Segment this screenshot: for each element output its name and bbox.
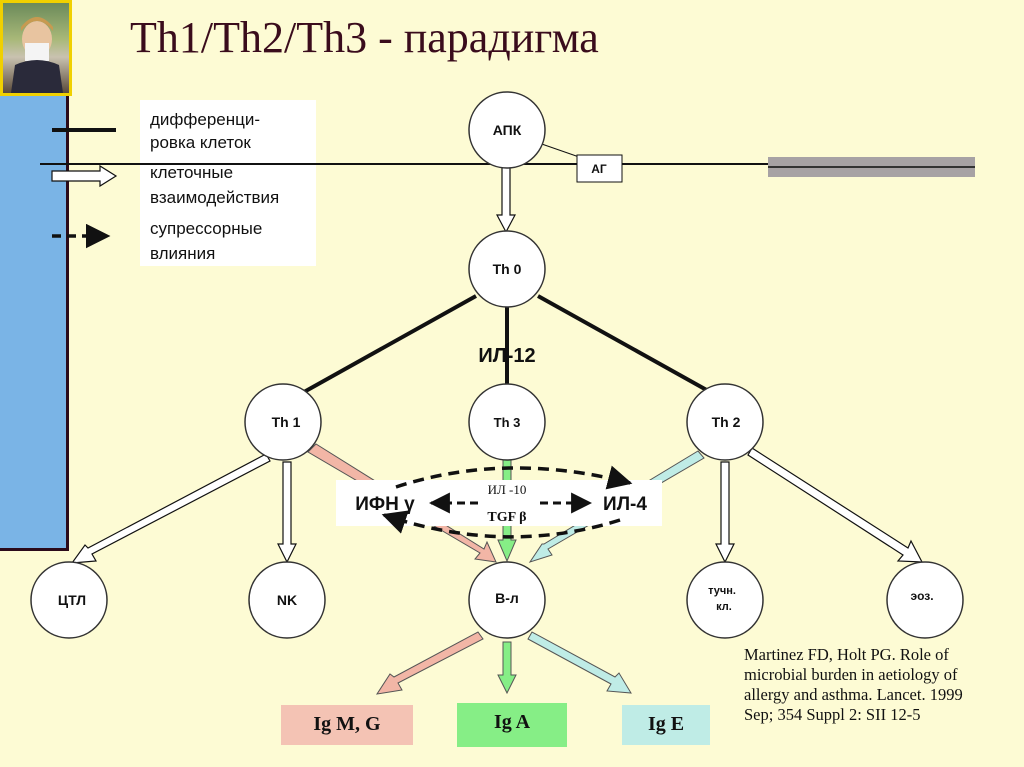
bl-igmg-arrow (375, 631, 484, 695)
bl-iga-arrow (497, 641, 517, 695)
iga-label: Ig A (493, 711, 531, 733)
th0-th1-line (294, 294, 477, 399)
ctl-node (30, 561, 108, 639)
nk-node (248, 561, 326, 639)
th1-ctl-arrow (70, 453, 271, 564)
legend-interaction-line2: взаимодействия (150, 188, 280, 207)
th3-label: Th 3 (494, 415, 521, 430)
apk-th0-arrow (496, 164, 516, 234)
legend-suppression-line2: влияния (150, 244, 216, 263)
legend-panel: дифференци- ровка клеток клеточные взаим… (140, 100, 316, 266)
th2-mast-arrow (715, 461, 735, 564)
il12-label: ИЛ-12 (478, 345, 535, 367)
apk-ag-connector (535, 141, 583, 159)
il10-label: ИЛ -10 (488, 482, 527, 497)
eos-label: эоз. (910, 589, 933, 603)
citation-text: Martinez FD, Holt PG. Role of microbial … (744, 645, 963, 724)
suppression-arc-ifn-to-il4 (395, 465, 633, 490)
legend-differentiation-line1: дифференци- (150, 110, 261, 129)
legend-interaction-line1: клеточные (150, 163, 234, 182)
ifn-label: ИФН γ (355, 494, 415, 515)
mast-label-line1: тучн. (708, 585, 736, 597)
iga-box: Ig A (457, 703, 567, 747)
ag-box (576, 154, 623, 183)
ctl-label: ЦТЛ (58, 592, 86, 608)
ige-box: Ig E (622, 705, 710, 745)
child-photo (0, 0, 72, 96)
th1-label: Th 1 (272, 414, 301, 430)
nk-label: NK (277, 592, 297, 608)
th0-th2-line (537, 294, 713, 395)
igmg-label: Ig M, G (313, 713, 381, 735)
igmg-box: Ig M, G (281, 705, 413, 745)
th1-node (244, 383, 322, 461)
suppression-arc-il4-to-ifn (381, 510, 621, 539)
ige-label: Ig E (647, 713, 685, 735)
th0-node (468, 230, 546, 308)
eos-node (886, 561, 964, 639)
th1-nk-arrow (277, 461, 297, 564)
th2-eos-arrow (747, 447, 924, 563)
ag-label: АГ (591, 162, 607, 176)
bl-label: В-л (495, 590, 519, 606)
il4-label: ИЛ-4 (603, 494, 647, 515)
legend-differentiation-line2: ровка клеток (150, 133, 251, 152)
bl-node (468, 561, 546, 639)
th2-node (686, 383, 764, 461)
apk-node (468, 91, 546, 169)
mast-node (686, 561, 764, 639)
bl-ige-arrow (527, 631, 632, 694)
th3-node (468, 383, 546, 461)
legend-interaction-sample (51, 164, 118, 188)
mast-label-line2: кл. (716, 601, 732, 613)
page-title: Th1/Th2/Th3 - парадигма (130, 13, 599, 62)
tgf-label: TGF β (487, 510, 526, 525)
th2-label: Th 2 (712, 414, 741, 430)
th0-label: Th 0 (493, 261, 522, 277)
left-bar-edge (66, 0, 69, 551)
legend-suppression-line1: супрессорные (150, 219, 263, 238)
apk-label: АПК (493, 122, 522, 138)
